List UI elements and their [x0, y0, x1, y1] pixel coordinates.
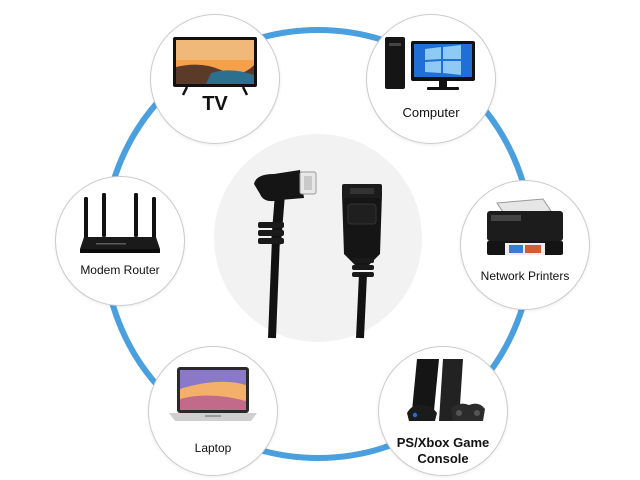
product-center — [214, 134, 422, 342]
laptop-label: Laptop — [194, 441, 232, 455]
game-console-label-line2: Console — [417, 451, 469, 466]
printer-icon — [487, 198, 563, 255]
modem-router-label: Modem Router — [80, 263, 160, 277]
network-printers-node: Network Printers — [460, 180, 590, 310]
game-console-icon — [407, 359, 485, 421]
laptop-icon — [169, 367, 257, 421]
computer-node: Computer — [366, 14, 496, 144]
computer-label: Computer — [402, 105, 460, 120]
game-console-node: PS/Xbox Game Console — [378, 346, 508, 476]
game-console-label-line1: PS/Xbox Game — [396, 435, 490, 450]
ethernet-extension-cable-icon — [254, 170, 382, 339]
tv-label: TV — [202, 93, 228, 115]
desktop-computer-icon — [385, 37, 475, 90]
laptop-node: Laptop — [148, 346, 278, 476]
router-icon — [80, 193, 160, 253]
network-printers-label: Network Printers — [480, 269, 570, 283]
tv-icon — [173, 37, 257, 96]
tv-node: TV — [150, 14, 280, 144]
modem-router-node: Modem Router — [55, 176, 185, 306]
